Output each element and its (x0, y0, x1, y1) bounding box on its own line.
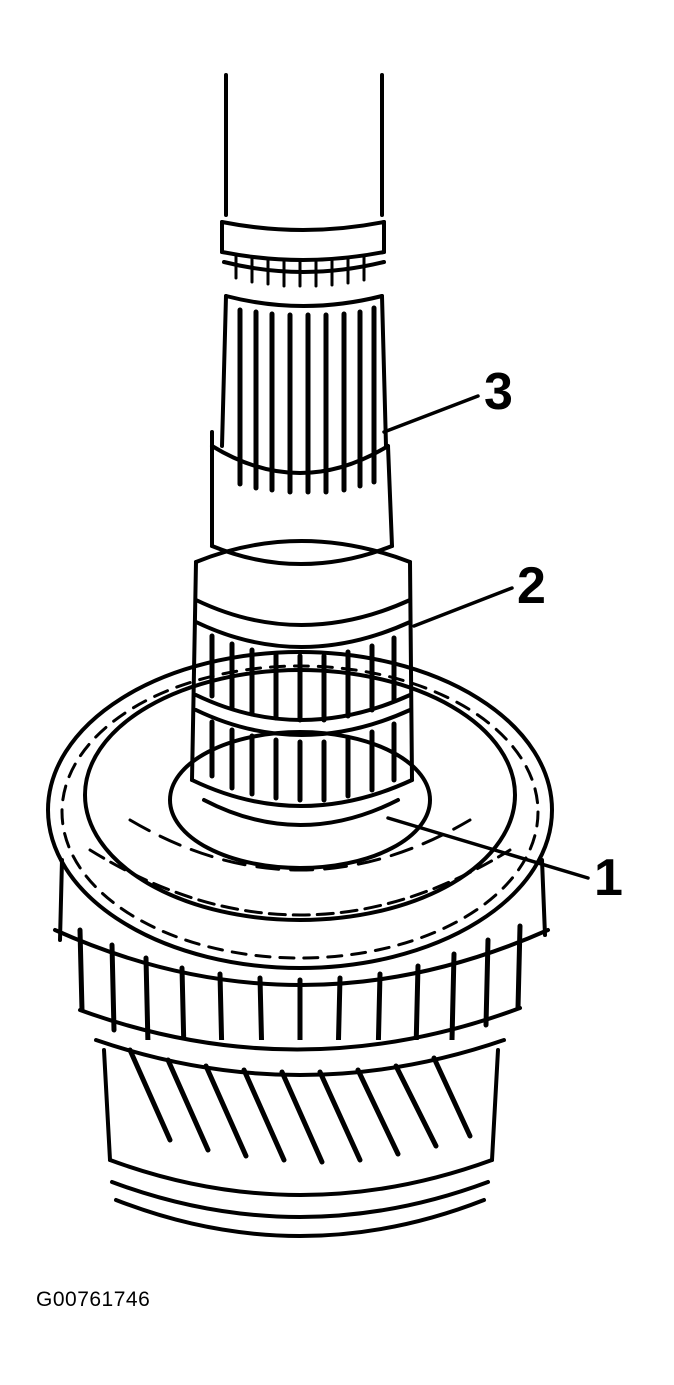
splined-shaft-section (210, 294, 394, 548)
figure-id: G00761746 (36, 1288, 151, 1311)
callout-1: 1 (594, 849, 623, 907)
upper-shaft (220, 73, 386, 288)
gear-assembly (46, 650, 554, 1238)
leader-lines (382, 394, 590, 880)
needle-bearing (190, 539, 414, 827)
callout-2: 2 (517, 557, 546, 615)
callout-3: 3 (484, 363, 513, 421)
